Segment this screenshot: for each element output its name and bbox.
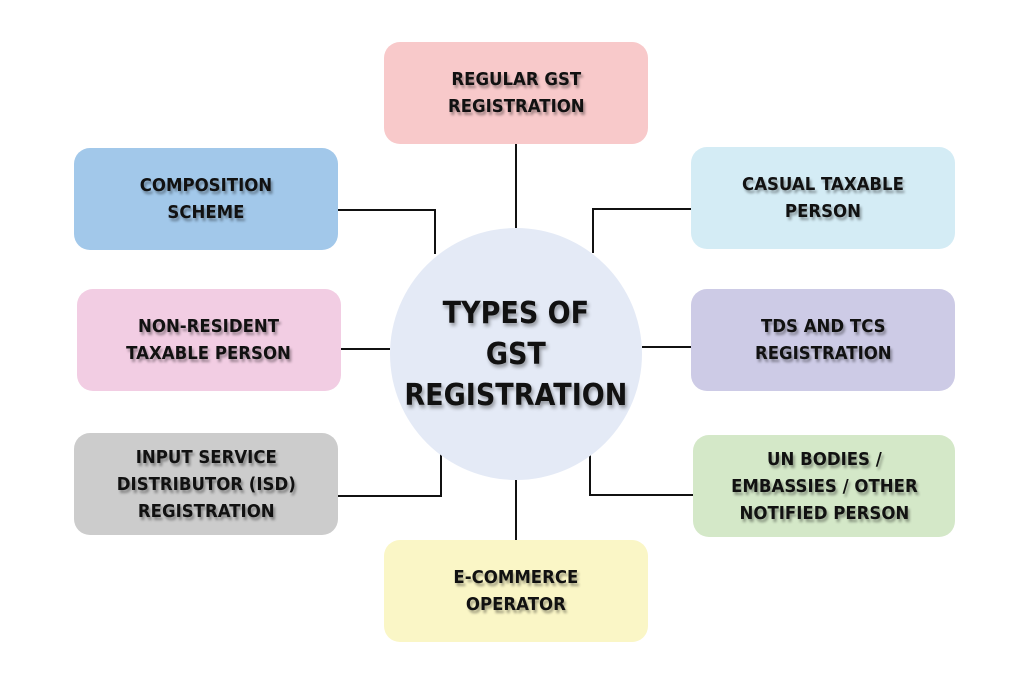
box-label: NON-RESIDENT TAXABLE PERSON xyxy=(126,316,292,364)
connector-composition xyxy=(338,209,436,254)
connector-isd xyxy=(338,453,442,497)
box-label: CASUAL TAXABLE PERSON xyxy=(742,174,904,222)
box-label: UN BODIES / EMBASSIES / OTHER NOTIFIED P… xyxy=(730,448,918,524)
box-un-bodies-embassies: UN BODIES / EMBASSIES / OTHER NOTIFIED P… xyxy=(693,435,955,537)
box-label: INPUT SERVICE DISTRIBUTOR (ISD) REGISTRA… xyxy=(116,446,296,522)
box-tds-tcs-registration: TDS AND TCS REGISTRATION xyxy=(691,289,955,391)
center-circle: TYPES OF GST REGISTRATION xyxy=(390,228,642,480)
box-label: TDS AND TCS REGISTRATION xyxy=(754,316,892,364)
connector-un xyxy=(589,453,693,496)
box-casual-taxable-person: CASUAL TAXABLE PERSON xyxy=(691,147,955,249)
connector-casual xyxy=(592,208,691,253)
box-non-resident-taxable-person: NON-RESIDENT TAXABLE PERSON xyxy=(77,289,341,391)
box-composition-scheme: COMPOSITION SCHEME xyxy=(74,148,338,250)
center-title: TYPES OF GST REGISTRATION xyxy=(404,295,628,413)
box-label: E-COMMERCE OPERATOR xyxy=(453,567,579,615)
box-label: REGULAR GST REGISTRATION xyxy=(447,69,585,117)
box-isd-registration: INPUT SERVICE DISTRIBUTOR (ISD) REGISTRA… xyxy=(74,433,338,535)
box-regular-gst-registration: REGULAR GST REGISTRATION xyxy=(384,42,648,144)
box-e-commerce-operator: E-COMMERCE OPERATOR xyxy=(384,540,648,642)
box-label: COMPOSITION SCHEME xyxy=(139,175,273,223)
